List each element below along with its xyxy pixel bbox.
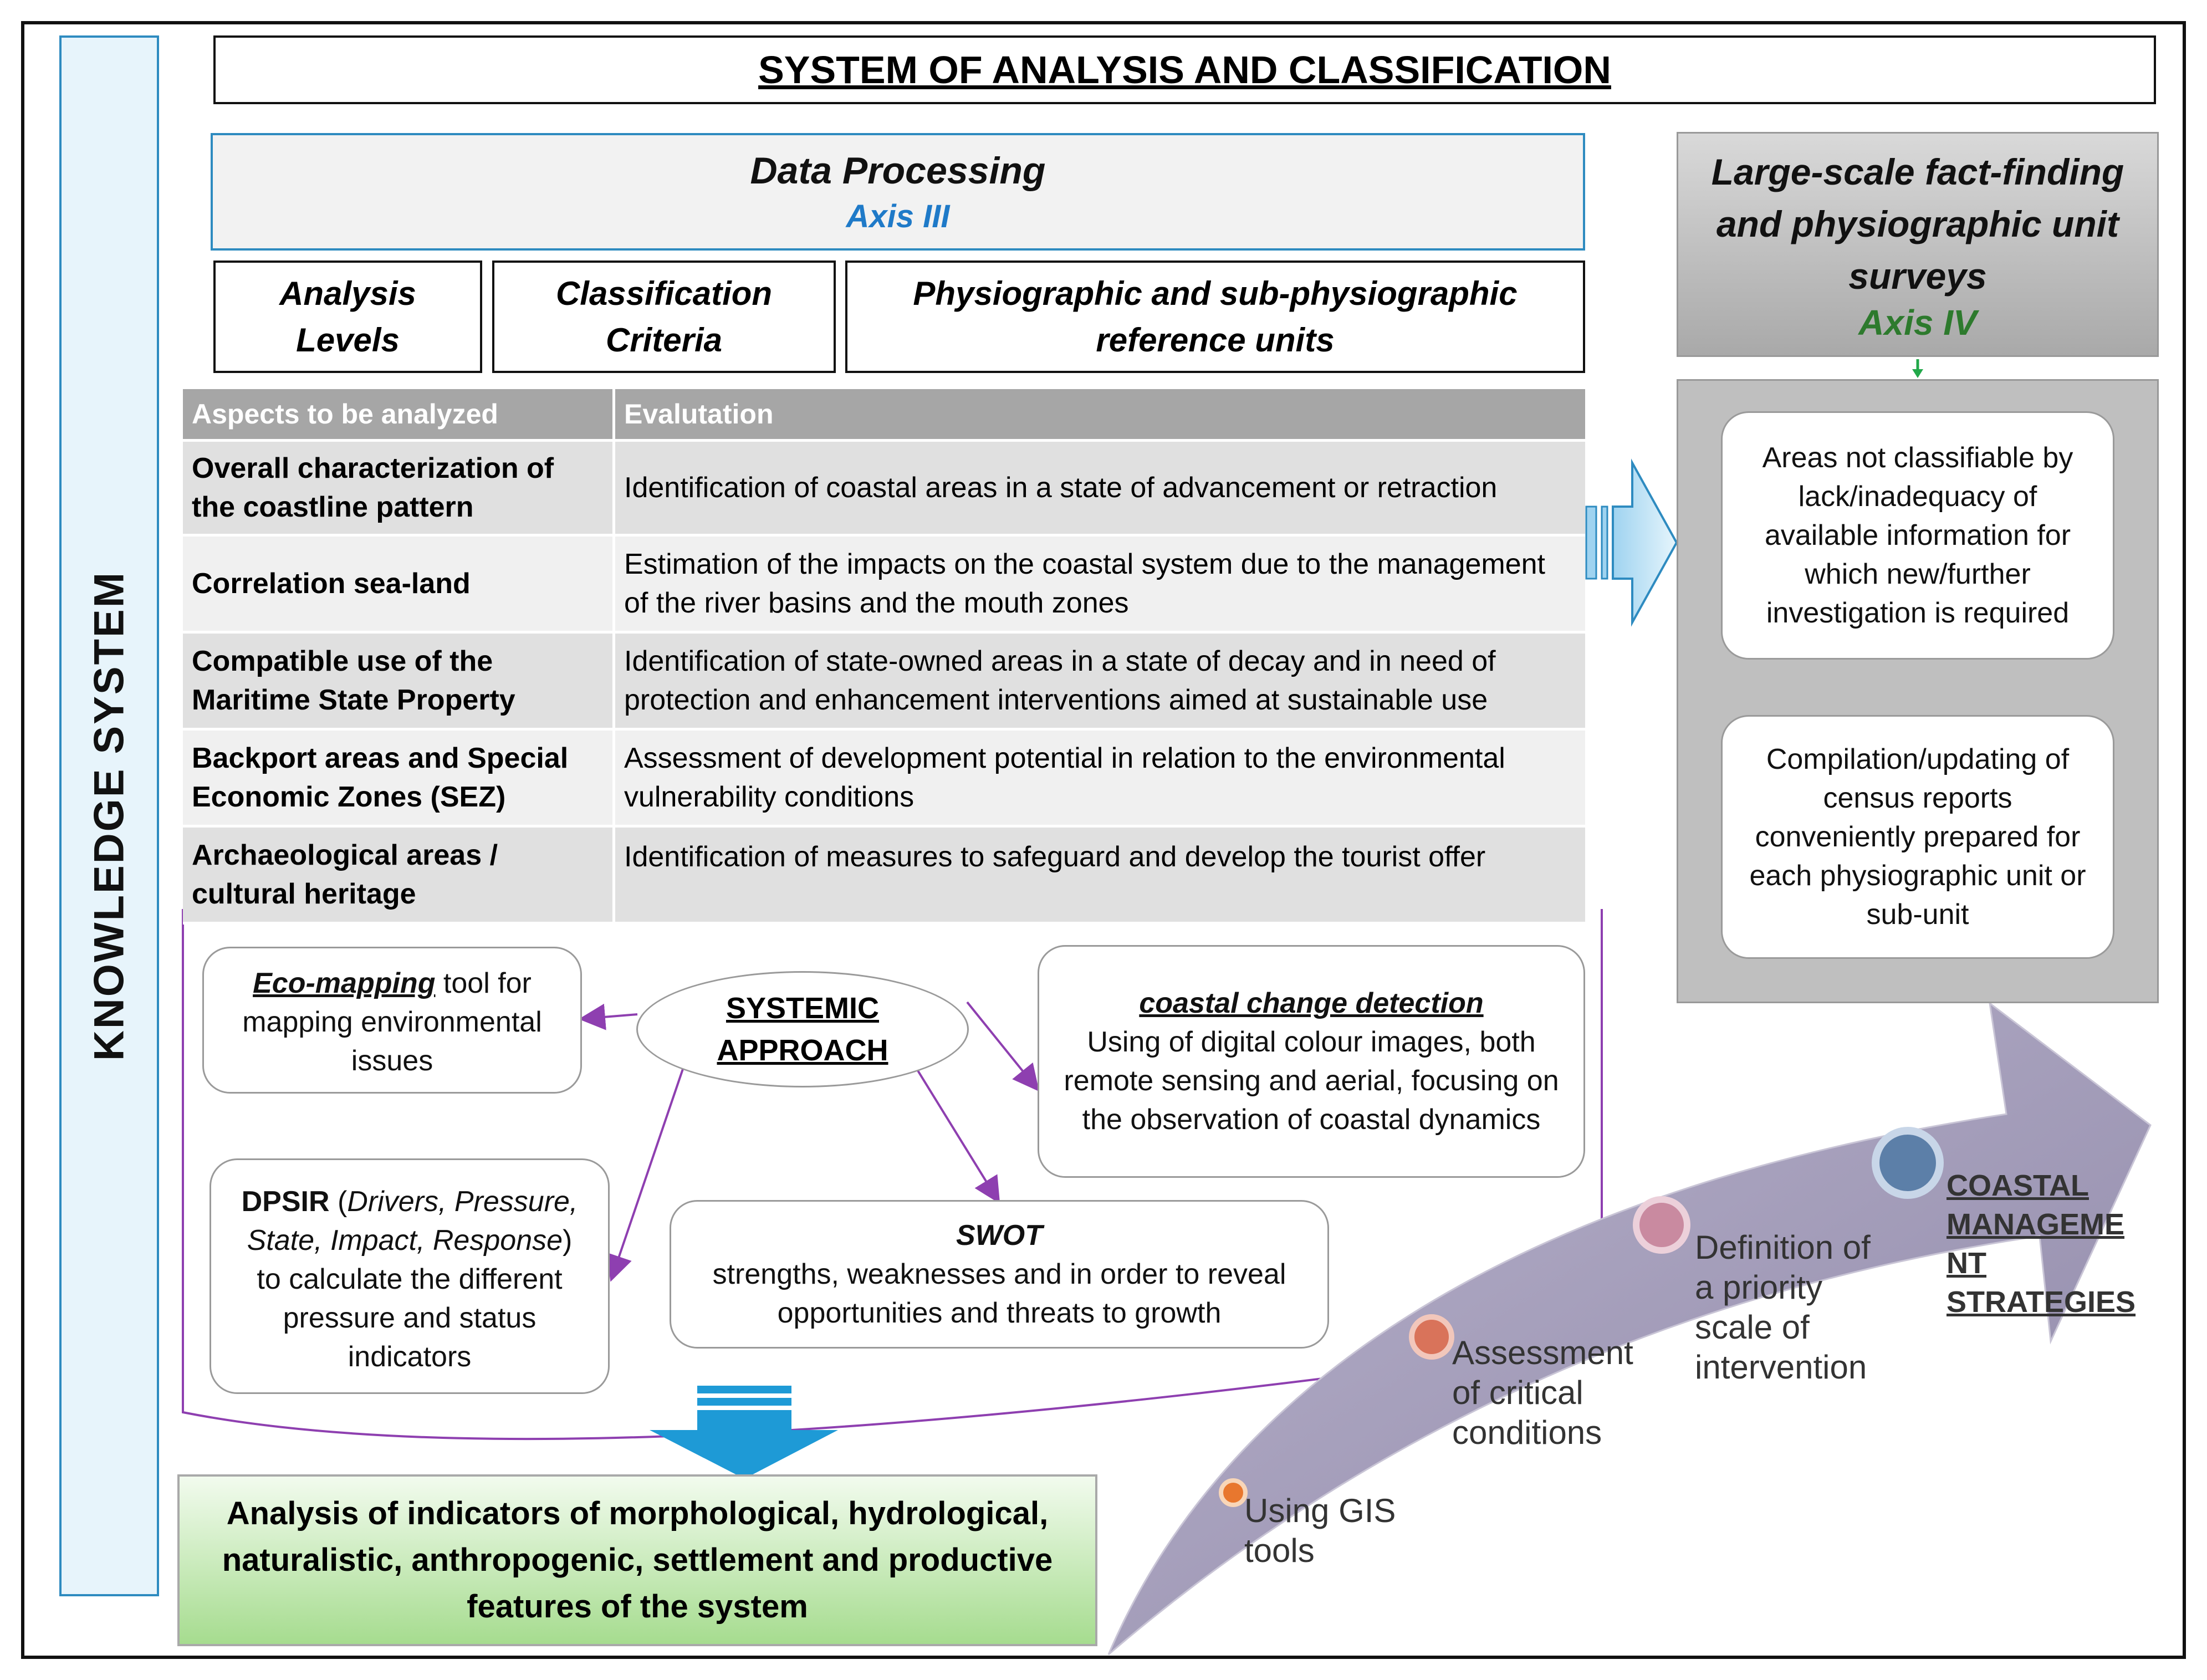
table-row: Correlation sea-land Estimation of the i… <box>183 537 1585 634</box>
analysis-indicators-text: Analysis of indicators of morphological,… <box>222 1495 1053 1625</box>
outer-frame <box>21 21 2186 1659</box>
coastal-management-line-1: COASTAL <box>1947 1169 2089 1202</box>
swot-body: strengths, weaknesses and in order to re… <box>712 1258 1286 1329</box>
swot-title: SWOT <box>956 1219 1043 1252</box>
classification-criteria-label: Classification Criteria <box>555 274 773 359</box>
table-header-row: Aspects to be analyzed Evalutation <box>183 389 1585 442</box>
table-row: Overall characterization of the coastlin… <box>183 442 1585 537</box>
coastal-change-title: coastal change detection <box>1139 987 1484 1019</box>
table-row: Backport areas and Special Economic Zone… <box>183 731 1585 828</box>
swot-box: SWOT strengths, weaknesses and in order … <box>670 1200 1329 1349</box>
table-cell-evaluation: Assessment of development potential in r… <box>624 742 1505 813</box>
dpsir-paren: ( <box>329 1186 348 1218</box>
classification-criteria-box: Classification Criteria <box>492 261 836 373</box>
step-label-assessment: Assessment of critical conditions <box>1452 1334 1633 1451</box>
data-processing-box: Data Processing Axis III <box>211 133 1585 251</box>
axis-4-box: Large-scale fact-finding and physiograph… <box>1677 132 2159 357</box>
table-cell-evaluation: Estimation of the impacts on the coastal… <box>624 548 1545 619</box>
table-row: Archaeological areas / cultural heritage… <box>183 828 1585 925</box>
axis-4-title: Large-scale fact-finding and physiograph… <box>1711 151 2124 297</box>
step-label-priority: Definition of a priority scale of interv… <box>1695 1229 1871 1386</box>
dpsir-term: DPSIR <box>241 1186 330 1218</box>
axis-4-label: Axis IV <box>1858 303 1977 343</box>
coastal-management-line-4: STRATEGIES <box>1947 1285 2136 1319</box>
table-cell-aspect: Compatible use of the Maritime State Pro… <box>183 634 615 728</box>
table-cell-evaluation: Identification of coastal areas in a sta… <box>624 472 1498 504</box>
step-dot-1 <box>1219 1478 1248 1507</box>
step-label-coastal-management: COASTAL MANAGEME NT STRATEGIES <box>1947 1166 2146 1321</box>
step-dot-2 <box>1409 1314 1454 1360</box>
step-dot-4 <box>1872 1127 1944 1199</box>
coastal-management-line-2: MANAGEME <box>1947 1208 2124 1241</box>
eco-mapping-description: tool for mapping environmental issues <box>242 967 542 1077</box>
aspects-table: Aspects to be analyzed Evalutation Overa… <box>183 389 1585 925</box>
dpsir-description: ) to calculate the different pressure an… <box>257 1224 573 1373</box>
compilation-text: Compilation/updating of census reports c… <box>1749 743 2086 931</box>
systemic-line-2: APPROACH <box>717 1034 888 1067</box>
reference-units-label: Physiographic and sub-physiographic refe… <box>913 274 1518 359</box>
page-title-box: SYSTEM OF ANALYSIS AND CLASSIFICATION <box>213 35 2156 104</box>
areas-not-classifiable-text: Areas not classifiable by lack/inadequac… <box>1762 442 2073 629</box>
table-cell-evaluation: Identification of state-owned areas in a… <box>624 645 1496 716</box>
dpsir-components: Drivers, Pressure, State, Impact, Respon… <box>247 1186 578 1257</box>
table-cell-evaluation: Identification of measures to safeguard … <box>624 841 1486 873</box>
reference-units-box: Physiographic and sub-physiographic refe… <box>845 261 1585 373</box>
table-header-evaluation: Evalutation <box>624 399 774 430</box>
analysis-levels-box: Analysis Levels <box>213 261 482 373</box>
systemic-approach-node: SYSTEMIC APPROACH <box>636 971 969 1087</box>
coastal-management-line-3: NT <box>1947 1247 1986 1280</box>
step-label-gis: Using GIS tools <box>1244 1492 1396 1569</box>
eco-mapping-box: Eco-mapping tool for mapping environment… <box>202 947 582 1094</box>
analysis-levels-label: Analysis Levels <box>279 274 416 359</box>
eco-mapping-term: Eco-mapping <box>253 967 436 999</box>
table-row: Compatible use of the Maritime State Pro… <box>183 634 1585 731</box>
coastal-change-box: coastal change detection Using of digita… <box>1038 945 1585 1178</box>
table-cell-aspect: Backport areas and Special Economic Zone… <box>183 731 615 825</box>
dpsir-box: DPSIR (Drivers, Pressure, State, Impact,… <box>210 1158 610 1394</box>
table-cell-aspect: Correlation sea-land <box>183 537 615 631</box>
data-processing-title: Data Processing <box>750 149 1046 192</box>
step-dot-3 <box>1633 1196 1690 1254</box>
compilation-box: Compilation/updating of census reports c… <box>1721 715 2114 959</box>
areas-not-classifiable-box: Areas not classifiable by lack/inadequac… <box>1721 411 2114 660</box>
axis-3-label: Axis III <box>846 198 950 234</box>
table-header-aspects: Aspects to be analyzed <box>183 389 615 439</box>
knowledge-system-bar: KNOWLEDGE SYSTEM <box>59 35 159 1596</box>
page-title: SYSTEM OF ANALYSIS AND CLASSIFICATION <box>758 48 1611 91</box>
systemic-line-1: SYSTEMIC <box>726 992 880 1025</box>
coastal-change-body: Using of digital colour images, both rem… <box>1064 1026 1559 1136</box>
table-cell-aspect: Archaeological areas / cultural heritage <box>183 828 615 922</box>
block-arrow-right <box>1585 458 1678 627</box>
table-cell-aspect: Overall characterization of the coastlin… <box>183 442 615 534</box>
block-arrow-down <box>650 1386 838 1479</box>
analysis-indicators-box: Analysis of indicators of morphological,… <box>177 1474 1097 1646</box>
knowledge-system-label: KNOWLEDGE SYSTEM <box>85 570 133 1061</box>
